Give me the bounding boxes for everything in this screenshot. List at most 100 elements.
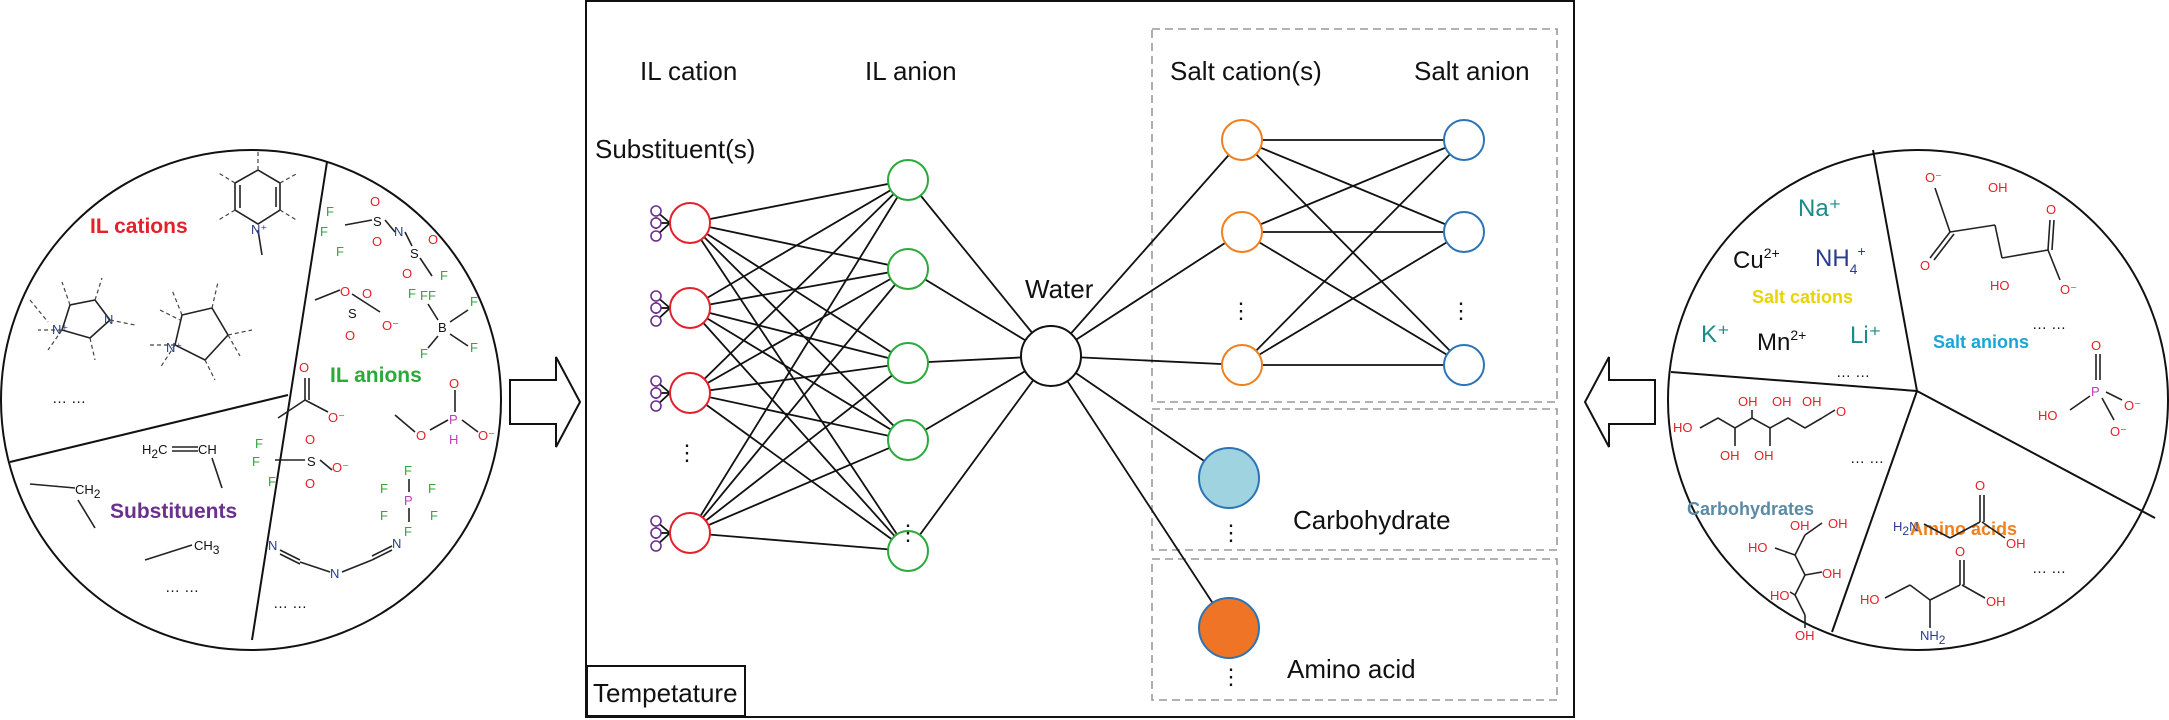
right-salt-cations-label: Salt cations	[1752, 287, 1853, 307]
serine-structure: HO NH2 O OH	[1860, 544, 2006, 647]
phosphate-structure: O P HO O⁻ O⁻	[2038, 338, 2141, 439]
li-ion: Li⁺	[1850, 322, 1881, 349]
carbohydrate-label: Carbohydrate	[1293, 505, 1451, 535]
il-anion-label: IL anion	[865, 56, 957, 86]
right-amino-more: … …	[2032, 560, 2066, 577]
svg-text:H: H	[449, 432, 458, 447]
svg-text:OH: OH	[1822, 566, 1842, 581]
svg-text:F: F	[336, 244, 344, 259]
svg-text:O⁻: O⁻	[328, 410, 345, 425]
edge-cation-2-anion-0	[689, 179, 909, 394]
acetate-structure: O O⁻	[277, 360, 345, 425]
svg-text:N: N	[268, 538, 277, 553]
ntf2-structure: F F F S O O N S O O F F F	[320, 194, 448, 303]
left-il-anions-label: IL anions	[330, 364, 422, 387]
svg-text:F: F	[428, 288, 436, 303]
amino-acid-node	[1198, 597, 1260, 659]
imidazolium-structure: N⁺ N	[29, 277, 136, 361]
svg-text:F: F	[440, 268, 448, 283]
nh4-ion: NH4+	[1815, 243, 1866, 277]
svg-text:N⁺: N⁺	[52, 322, 68, 337]
svg-text:N⁺: N⁺	[251, 222, 267, 237]
sugar-alcohol-structure: OH OH HO OH HO OH	[1748, 516, 1848, 643]
glycine-structure: H2N O OH	[1893, 478, 2026, 551]
salt-box	[1151, 28, 1558, 403]
svg-text:OH: OH	[1790, 518, 1810, 533]
left-arrow-icon	[1583, 356, 1656, 448]
svg-text:OH: OH	[1988, 180, 2008, 195]
substituent-node-3-0	[650, 515, 662, 527]
il-cation-label: IL cation	[640, 56, 737, 86]
svg-text:O: O	[1920, 258, 1930, 273]
left-il-cations-label: IL cations	[90, 215, 188, 238]
svg-text:HO: HO	[2038, 408, 2058, 423]
tartrate-structure: O⁻ O OH HO O O⁻	[1920, 170, 2077, 297]
svg-text:F: F	[404, 524, 412, 539]
svg-text:O⁻: O⁻	[2124, 398, 2141, 413]
substituent-node-1-1	[650, 302, 662, 314]
substituent-node-0-1	[650, 217, 662, 229]
methylsulfate-structure: O S O O O⁻	[314, 284, 399, 343]
il-cation-node-1	[669, 287, 711, 329]
right-arrow-icon	[509, 356, 582, 448]
svg-text:P: P	[404, 493, 413, 508]
pyrrolidinium-structure: N⁺	[148, 281, 253, 381]
edge-water-amino-acid	[1050, 355, 1230, 629]
svg-text:S: S	[410, 246, 419, 261]
svg-text:O: O	[1955, 544, 1965, 559]
svg-text:HO: HO	[1748, 540, 1768, 555]
edge-water-saltcation-2	[1050, 355, 1243, 366]
edge-cation-1-anion-3	[689, 307, 909, 441]
svg-text:F: F	[428, 481, 436, 496]
right-salt-anions-label: Salt anions	[1933, 332, 2029, 352]
svg-text:O: O	[372, 234, 382, 249]
salt-anion-node-1	[1443, 211, 1485, 253]
svg-text:O⁻: O⁻	[332, 460, 349, 475]
substituent-node-1-0	[650, 290, 662, 302]
svg-text:H2N: H2N	[1893, 519, 1918, 538]
network-edges	[655, 139, 1465, 629]
svg-text:O: O	[305, 476, 315, 491]
svg-text:O: O	[2091, 338, 2101, 353]
edge-cation-0-anion-4	[689, 222, 909, 552]
svg-text:F: F	[380, 481, 388, 496]
svg-text:OH: OH	[1795, 628, 1815, 643]
bf4-structure: B F F F F	[420, 288, 478, 361]
edge-cation-2-anion-2	[689, 362, 909, 394]
svg-text:OH: OH	[1754, 448, 1774, 463]
svg-text:F: F	[420, 288, 428, 303]
svg-text:F: F	[268, 474, 276, 489]
temperature-label: Tempetature	[593, 678, 738, 708]
triflate-structure: F F F S O O O⁻	[252, 432, 349, 491]
k-ion: K⁺	[1701, 321, 1730, 348]
substituent-node-3-2	[650, 540, 662, 552]
il-anion-node-4	[887, 530, 929, 572]
ethylene-structure: H2C CH	[142, 442, 223, 489]
edge-cation-0-anion-1	[689, 222, 909, 270]
right-carbs-more: … …	[1850, 450, 1884, 467]
edge-saltcation-2-saltanion-0	[1241, 139, 1465, 366]
svg-text:F: F	[255, 436, 263, 451]
svg-text:OH: OH	[1720, 448, 1740, 463]
amino-acid-ellipsis: ⋮	[1220, 664, 1242, 689]
methyl-structure: CH3	[144, 538, 220, 561]
svg-text:HO: HO	[1770, 588, 1790, 603]
substituent-node-0-0	[650, 205, 662, 217]
salt-cation-ellipsis: ⋮	[1230, 298, 1252, 323]
left-substituents-label: Substituents	[110, 500, 237, 523]
svg-text:NH2: NH2	[1920, 628, 1946, 647]
svg-text:O: O	[416, 428, 426, 443]
svg-text:S: S	[348, 306, 357, 321]
svg-text:O: O	[299, 360, 309, 375]
svg-text:S: S	[307, 454, 316, 469]
svg-text:CH: CH	[198, 442, 217, 457]
svg-text:O⁻: O⁻	[2060, 282, 2077, 297]
svg-text:O: O	[402, 266, 412, 281]
edge-cation-2-anion-1	[689, 268, 909, 394]
svg-text:F: F	[252, 454, 260, 469]
svg-text:H2C: H2C	[142, 442, 167, 461]
edge-cation-2-anion-3	[689, 392, 909, 441]
left-components-circle: IL cations N⁺ N⁺ N	[0, 149, 502, 651]
right-amino-acids-label: Amino acids	[1910, 519, 2017, 539]
